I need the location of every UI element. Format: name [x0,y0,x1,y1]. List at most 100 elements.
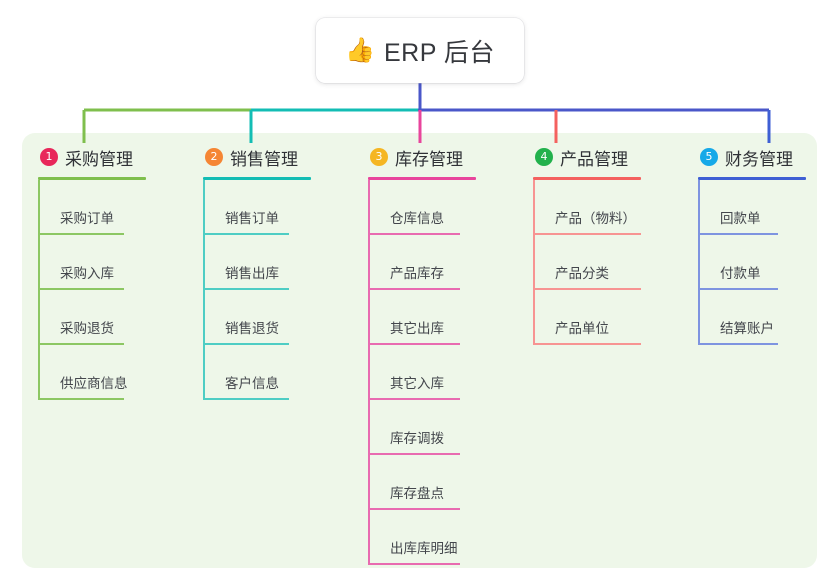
column-1: 1 采购管理采购订单采购入库采购退货供应商信息 [38,145,146,400]
list-item-label: 产品库存 [390,266,444,281]
column-title-1: 采购管理 [65,149,133,169]
column-items-5: 回款单付款单结算账户 [698,180,806,345]
list-item-rule [533,233,641,235]
list-item[interactable]: 采购订单 [38,180,146,235]
list-item-rule [368,453,460,455]
list-item[interactable]: 客户信息 [203,345,311,400]
list-item[interactable]: 采购退货 [38,290,146,345]
list-item-label: 产品（物料） [555,211,636,226]
list-item[interactable]: 库存调拨 [368,400,476,455]
list-item-rule [698,233,778,235]
list-item-rule [38,343,124,345]
list-item[interactable]: 结算账户 [698,290,806,345]
column-header-1[interactable]: 1 采购管理 [38,145,146,169]
column-items-3: 仓库信息产品库存其它出库其它入库库存调拨库存盘点出库库明细 [368,180,476,565]
column-3: 3 库存管理仓库信息产品库存其它出库其它入库库存调拨库存盘点出库库明细 [368,145,476,565]
list-item-label: 采购入库 [60,266,114,281]
diagram-panel [22,133,817,568]
list-item-rule [38,398,124,400]
list-item-rule [533,288,641,290]
column-badge-2: 2 [205,148,223,166]
list-item[interactable]: 付款单 [698,235,806,290]
column-badge-3: 3 [370,148,388,166]
column-rule-5 [698,177,806,180]
column-badge-5: 5 [700,148,718,166]
column-items-2: 销售订单销售出库销售退货客户信息 [203,180,311,400]
list-item-label: 客户信息 [225,376,279,391]
list-item-label: 销售出库 [225,266,279,281]
list-item[interactable]: 回款单 [698,180,806,235]
list-item-label: 采购退货 [60,321,114,336]
list-item-label: 其它出库 [390,321,444,336]
column-2: 2 销售管理销售订单销售出库销售退货客户信息 [203,145,311,400]
list-item-rule [368,233,460,235]
column-header-3[interactable]: 3 库存管理 [368,145,476,169]
list-item-rule [368,288,460,290]
list-item[interactable]: 库存盘点 [368,455,476,510]
list-item-rule [203,398,289,400]
list-item[interactable]: 供应商信息 [38,345,146,400]
column-title-5: 财务管理 [725,149,793,169]
list-item[interactable]: 销售出库 [203,235,311,290]
list-item-rule [533,343,641,345]
list-item-label: 仓库信息 [390,211,444,226]
thumbs-up-icon: 👍 [345,36,375,64]
list-item[interactable]: 其它入库 [368,345,476,400]
column-title-3: 库存管理 [395,149,463,169]
column-trunk-2 [203,180,205,400]
list-item[interactable]: 销售订单 [203,180,311,235]
list-item-rule [203,343,289,345]
list-item-label: 产品单位 [555,321,609,336]
column-4: 4 产品管理产品（物料） 产品分类产品单位 [533,145,641,345]
column-items-4: 产品（物料） 产品分类产品单位 [533,180,641,345]
column-title-4: 产品管理 [560,149,628,169]
list-item-rule [38,288,124,290]
page-title: ERP 后台 [383,38,495,67]
column-header-4[interactable]: 4 产品管理 [533,145,641,169]
list-item-label: 供应商信息 [60,376,128,391]
list-item-rule [368,398,460,400]
list-item[interactable]: 仓库信息 [368,180,476,235]
list-item[interactable]: 其它出库 [368,290,476,345]
column-header-5[interactable]: 5 财务管理 [698,145,806,169]
list-item-label: 付款单 [720,266,761,281]
list-item[interactable]: 产品库存 [368,235,476,290]
list-item[interactable]: 出库库明细 [368,510,476,565]
column-badge-4: 4 [535,148,553,166]
list-item[interactable]: 产品分类 [533,235,641,290]
list-item-rule [203,233,289,235]
column-items-1: 采购订单采购入库采购退货供应商信息 [38,180,146,400]
column-trunk-3 [368,180,370,565]
list-item[interactable]: 产品单位 [533,290,641,345]
column-trunk-1 [38,180,40,400]
list-item[interactable]: 产品（物料） [533,180,641,235]
column-badge-1: 1 [40,148,58,166]
list-item-label: 库存调拨 [390,431,444,446]
column-rule-4 [533,177,641,180]
column-5: 5 财务管理回款单付款单结算账户 [698,145,806,345]
column-trunk-4 [533,180,535,345]
list-item-label: 销售订单 [225,211,279,226]
column-title-2: 销售管理 [230,149,298,169]
list-item-rule [368,508,460,510]
list-item-label: 结算账户 [720,321,774,336]
list-item-label: 库存盘点 [390,486,444,501]
list-item-label: 产品分类 [555,266,609,281]
root-title-card[interactable]: 👍 ERP 后台 [316,18,524,83]
list-item-rule [368,563,460,565]
list-item[interactable]: 采购入库 [38,235,146,290]
list-item-rule [698,343,778,345]
list-item-rule [698,288,778,290]
column-rule-3 [368,177,476,180]
column-header-2[interactable]: 2 销售管理 [203,145,311,169]
list-item-rule [368,343,460,345]
root-title-inner: 👍 ERP 后台 [345,33,495,69]
list-item-rule [38,233,124,235]
list-item[interactable]: 销售退货 [203,290,311,345]
list-item-label: 回款单 [720,211,761,226]
list-item-rule [203,288,289,290]
list-item-label: 出库库明细 [390,541,458,556]
list-item-label: 其它入库 [390,376,444,391]
column-rule-2 [203,177,311,180]
